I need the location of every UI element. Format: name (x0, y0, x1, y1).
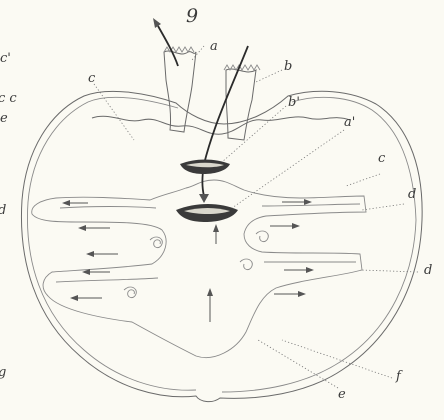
edge-label-upper: c' (0, 51, 11, 66)
coil-left-upper (150, 237, 162, 248)
label-d-upper: d (408, 187, 416, 202)
label-f: f (395, 369, 403, 384)
edge-label-e: e (0, 111, 8, 126)
leader-f (282, 340, 392, 378)
label-b: b (284, 59, 292, 74)
left-lower-channel (56, 278, 158, 282)
label-a: a (210, 39, 218, 54)
tube-b-fringe (224, 65, 260, 70)
outer-body-outline (21, 91, 422, 401)
leader-b (256, 70, 282, 82)
coil-left-lower (124, 287, 136, 298)
label-b-prime: b' (288, 95, 300, 110)
edge-label-g: g (0, 365, 6, 380)
label-c-left: c (88, 71, 96, 86)
coil-right-upper (240, 259, 252, 270)
left-upper-channel (60, 207, 156, 209)
edge-label-d: d (0, 203, 6, 218)
label-d-lower: d (424, 263, 432, 278)
leader-b-prime (222, 106, 286, 162)
leader-d-upper (362, 204, 404, 210)
label-a-prime: a' (344, 115, 355, 130)
coil-right-mid (256, 231, 268, 242)
outer-body-inner-outline (27, 97, 416, 392)
right-upper-channel (262, 204, 360, 206)
leader-c-right (346, 174, 380, 186)
label-e: e (338, 387, 346, 402)
probe-b-tip (199, 194, 209, 203)
wavy-membrane (92, 116, 350, 134)
probe-a (158, 26, 178, 66)
probe-a-tip (153, 18, 161, 28)
leader-a-prime (232, 130, 344, 208)
leader-d-lower (360, 270, 418, 272)
figure-number: 9 (186, 5, 198, 27)
edge-label-c: c c (0, 91, 17, 106)
tube-b (226, 69, 256, 140)
label-c-right: c (378, 151, 386, 166)
tube-a (164, 51, 196, 132)
